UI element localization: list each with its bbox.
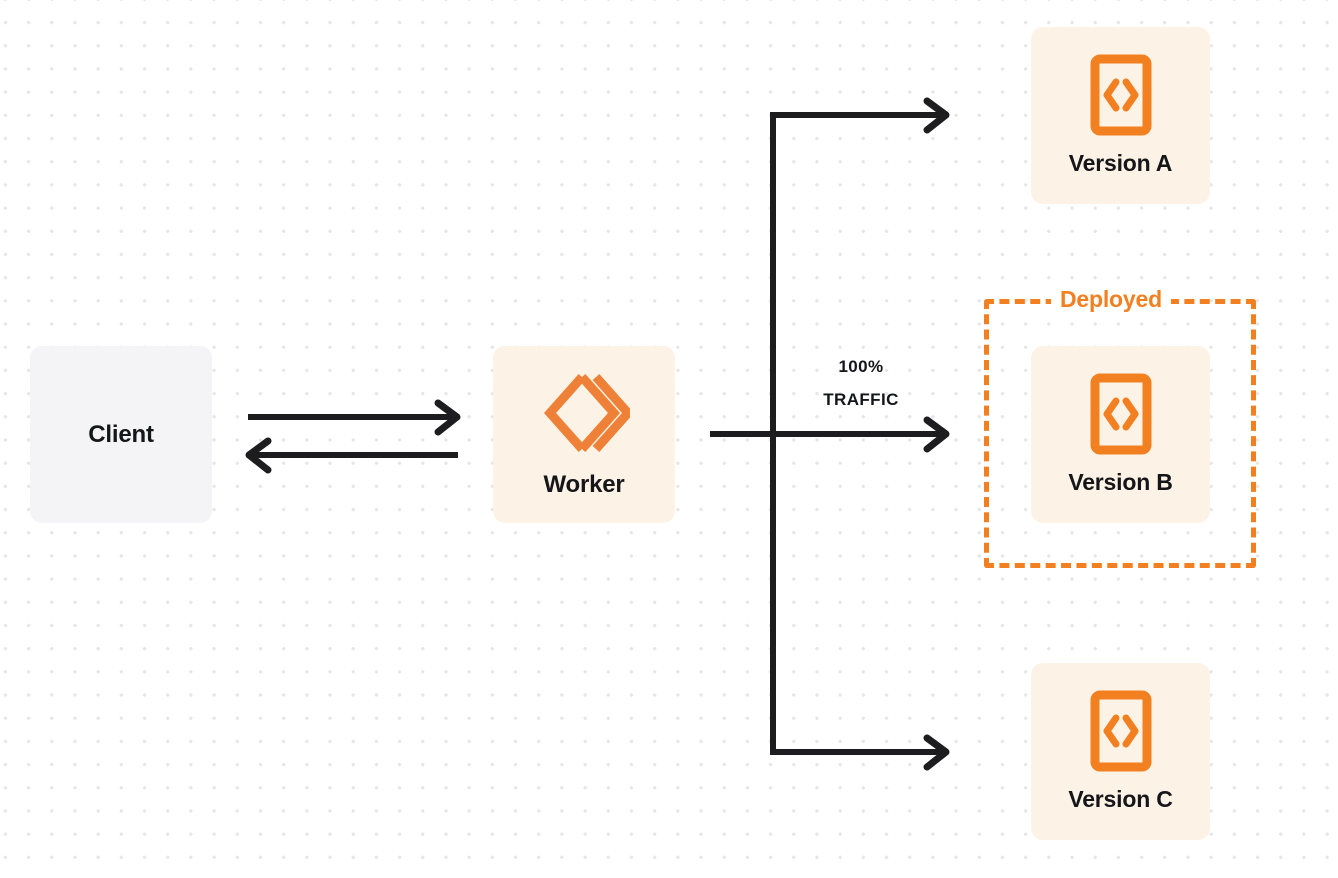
node-version-c[interactable]: Version C (1031, 663, 1210, 840)
code-file-icon (1090, 54, 1152, 136)
connector-trunk-to-version-c (770, 734, 950, 771)
connector-trunk-to-version-b (770, 416, 950, 453)
node-client[interactable]: Client (30, 346, 212, 523)
node-client-label: Client (88, 420, 154, 448)
traffic-percent-value: 100% (838, 357, 884, 376)
node-version-b-label: Version B (1068, 469, 1173, 495)
deployed-group-label: Deployed (1051, 285, 1171, 313)
node-version-a-label: Version A (1068, 150, 1173, 176)
deployed-group-frame (984, 299, 1256, 568)
node-version-b[interactable]: Version B (1031, 346, 1210, 523)
connector-client-to-worker (248, 399, 461, 436)
node-worker-label: Worker (543, 470, 625, 498)
cloudflare-workers-logo-icon (538, 371, 635, 455)
traffic-word-label: TRAFFIC (823, 390, 899, 409)
code-file-icon (1090, 373, 1152, 455)
code-file-icon (1090, 690, 1152, 772)
connector-worker-to-client (245, 437, 458, 474)
node-version-a[interactable]: Version A (1031, 27, 1210, 204)
node-version-c-label: Version C (1068, 786, 1173, 812)
connector-trunk-to-version-a (770, 97, 950, 134)
node-worker[interactable]: Worker (493, 346, 675, 523)
traffic-share-label: 100% TRAFFIC (786, 350, 936, 416)
